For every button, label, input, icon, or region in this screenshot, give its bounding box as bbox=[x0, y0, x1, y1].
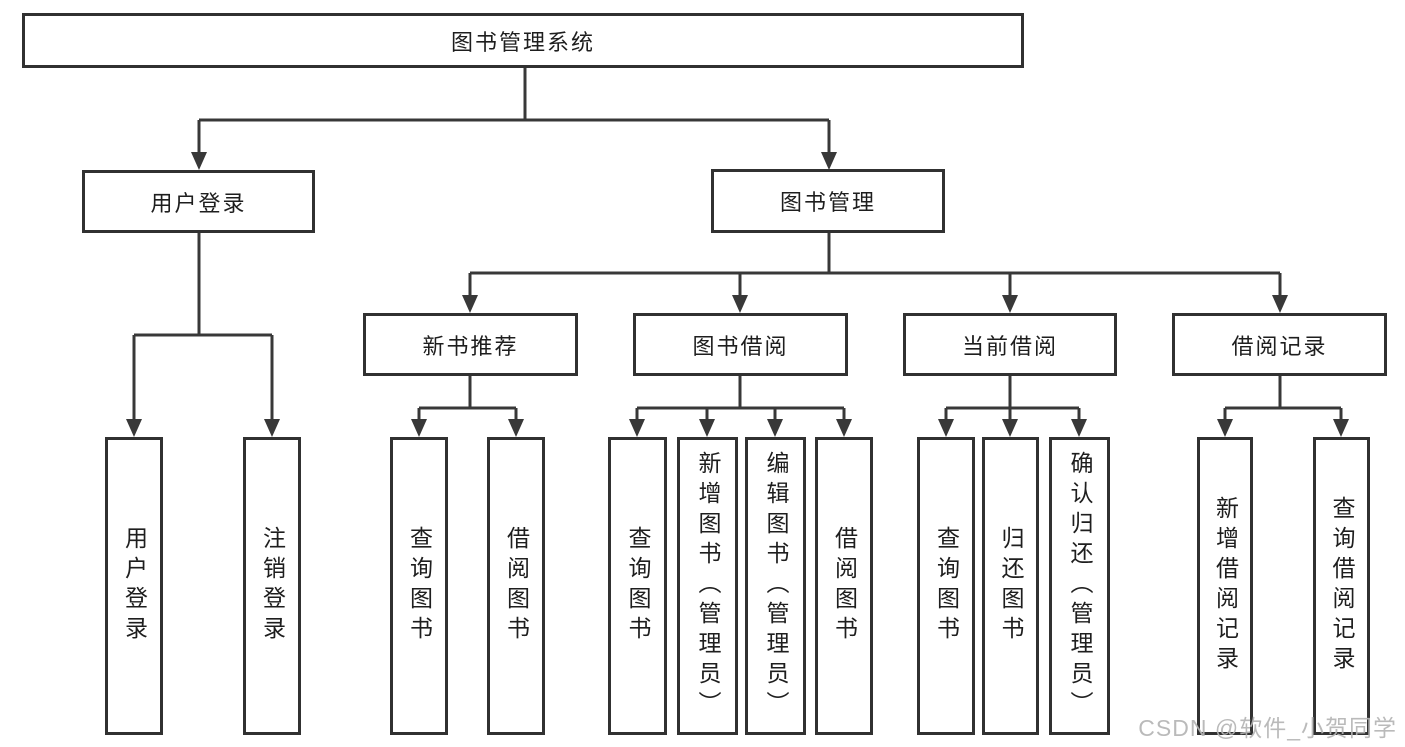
node-book-borrowing: 图书借阅 bbox=[633, 313, 848, 376]
leaf-confirm-return-admin: 确认归还（管理员） bbox=[1049, 437, 1110, 735]
node-label: 新书推荐 bbox=[422, 333, 519, 359]
node-label: 当前借阅 bbox=[961, 333, 1058, 359]
node-label: 查询图书 bbox=[625, 526, 651, 646]
node-label: 借阅图书 bbox=[831, 526, 858, 646]
node-label: 图书借阅 bbox=[692, 333, 789, 359]
leaf-query-borrow-record: 查询借阅记录 bbox=[1313, 437, 1370, 735]
csdn-watermark: CSDN @软件_小贺同学 bbox=[1138, 715, 1397, 741]
leaf-edit-book-admin: 编辑图书（管理员） bbox=[745, 437, 806, 735]
node-label: 新增图书（管理员） bbox=[695, 451, 721, 721]
node-label: 图书管理系统 bbox=[450, 29, 595, 55]
leaf-logout: 注销登录 bbox=[243, 437, 301, 735]
leaf-add-book-admin: 新增图书（管理员） bbox=[677, 437, 738, 735]
node-label: 归还图书 bbox=[998, 526, 1024, 646]
node-label: 查询图书 bbox=[933, 526, 960, 646]
node-label: 查询借阅记录 bbox=[1329, 496, 1355, 676]
node-label: 注销登录 bbox=[259, 526, 286, 646]
node-new-book-recommendation: 新书推荐 bbox=[363, 313, 578, 376]
node-current-borrowing: 当前借阅 bbox=[903, 313, 1117, 376]
node-label: 用户登录 bbox=[150, 190, 247, 216]
node-label: 查询图书 bbox=[406, 526, 433, 646]
leaf-borrow-books-recommend: 借阅图书 bbox=[487, 437, 545, 735]
node-label: 新增借阅记录 bbox=[1212, 496, 1239, 676]
leaf-query-books-current: 查询图书 bbox=[917, 437, 975, 735]
leaf-add-borrow-record: 新增借阅记录 bbox=[1197, 437, 1253, 735]
node-label: 借阅记录 bbox=[1231, 333, 1328, 359]
node-book-management: 图书管理 bbox=[711, 169, 945, 233]
node-borrowing-records: 借阅记录 bbox=[1172, 313, 1387, 376]
leaf-borrow-books-borrowing: 借阅图书 bbox=[815, 437, 873, 735]
leaf-query-books-recommend: 查询图书 bbox=[390, 437, 448, 735]
node-label: 借阅图书 bbox=[503, 526, 530, 646]
node-user-login: 用户登录 bbox=[82, 170, 315, 233]
node-label: 确认归还（管理员） bbox=[1067, 451, 1093, 721]
node-library-management-system: 图书管理系统 bbox=[22, 13, 1024, 68]
leaf-user-login: 用户登录 bbox=[105, 437, 163, 735]
node-label: 编辑图书（管理员） bbox=[763, 451, 789, 721]
leaf-query-books-borrowing: 查询图书 bbox=[608, 437, 667, 735]
node-label: 图书管理 bbox=[779, 190, 876, 215]
leaf-return-books: 归还图书 bbox=[982, 437, 1039, 735]
node-label: 用户登录 bbox=[121, 526, 148, 646]
